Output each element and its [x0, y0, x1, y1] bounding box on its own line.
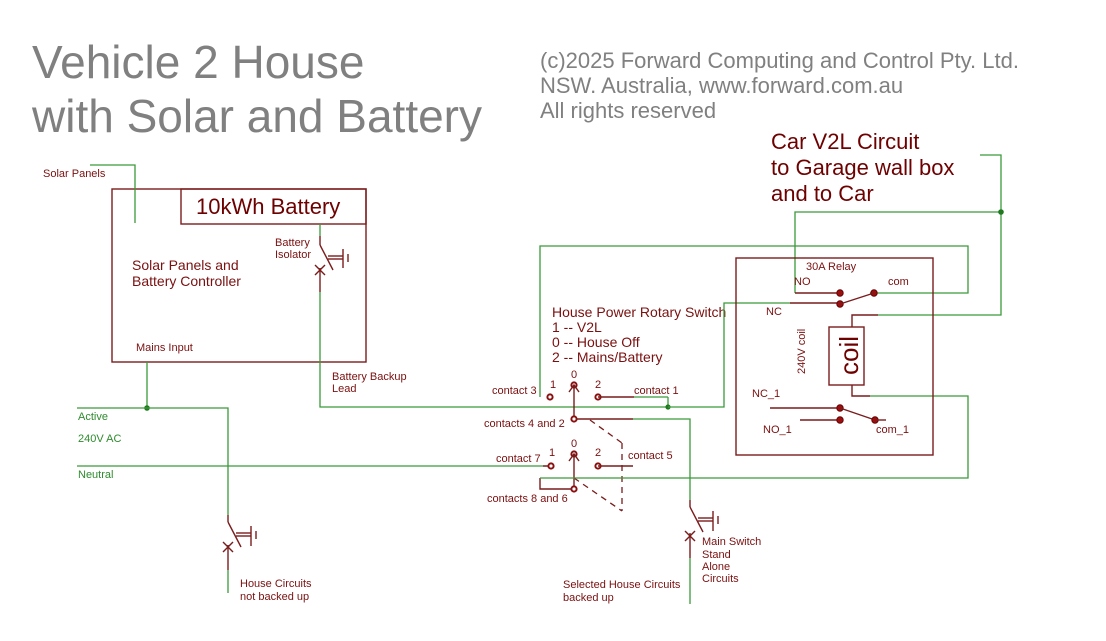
main-switch-label-1: Main Switch [702, 536, 761, 548]
active-wire [77, 407, 229, 515]
rotary-switch-legend: House Power Rotary Switch 1 -- V2L 0 -- … [552, 304, 726, 365]
rotary-switch-lower-deck: 0 1 2 contact 7 contact 5 contacts 8 and… [487, 419, 673, 512]
car-junction [998, 209, 1004, 215]
contacts-4-2-wire [633, 418, 691, 500]
main-switch-label-3: Alone [702, 561, 730, 573]
backed-label-2: backed up [563, 592, 614, 604]
house-circuits-breaker [222, 515, 257, 593]
main-switch-breaker [684, 500, 719, 604]
rotary-switch-upper-deck: 0 1 2 contact 3 contact 1 contacts 4 and… [484, 369, 679, 430]
relay-box [735, 257, 934, 456]
contact-1-label: contact 1 [634, 385, 679, 397]
relay-nc-wire [668, 302, 790, 408]
neutral-to-relay-wire [540, 395, 969, 479]
contacts-4-2-label: contacts 4 and 2 [484, 418, 565, 430]
battery-box [180, 188, 367, 225]
copyright-line-3: All rights reserved [540, 98, 716, 123]
backup-lead-label-2: Lead [332, 383, 356, 395]
relay-30a: 30A Relay NO com NC 240V coil coil NC_1 … [735, 257, 934, 456]
main-switch-label-2: Stand [702, 549, 731, 561]
relay-no1-pin [836, 416, 844, 424]
title-line-1: Vehicle 2 House [32, 36, 364, 88]
relay-no-pin [836, 289, 844, 297]
battery-label: 10kWh Battery [196, 194, 340, 219]
solar-panels-label: Solar Panels [43, 168, 106, 180]
copyright-line-1: (c)2025 Forward Computing and Control Pt… [540, 48, 1019, 73]
car-active-wire [878, 154, 1002, 316]
relay-nc1-label: NC_1 [752, 388, 780, 400]
relay-title: 30A Relay [806, 261, 857, 273]
relay-com-label: com [888, 276, 909, 288]
relay-no-label: NO [794, 276, 811, 288]
solar-panels-wire [90, 164, 136, 223]
svg-text:1: 1 [550, 379, 556, 391]
contact-5-label: contact 5 [628, 450, 673, 462]
svg-text:2: 2 [595, 447, 601, 459]
svg-text:to Garage wall box: to Garage wall box [771, 155, 954, 180]
mains-input-label: Mains Input [136, 342, 193, 354]
title-line-2: with Solar and Battery [31, 90, 482, 142]
contacts-8-6-label: contacts 8 and 6 [487, 493, 568, 505]
relay-coil [828, 326, 865, 386]
relay-com1-label: com_1 [876, 424, 909, 436]
voltage-label: 240V AC [78, 433, 121, 445]
svg-text:and to Car: and to Car [771, 181, 874, 206]
coil-rating-label: 240V coil [796, 329, 808, 374]
relay-nc-label: NC [766, 306, 782, 318]
svg-text:1: 1 [549, 447, 555, 459]
contact-3-wire [539, 245, 969, 397]
svg-text:Car V2L Circuit: Car V2L Circuit [771, 129, 919, 154]
svg-text:0 -- House Off: 0 -- House Off [552, 334, 640, 350]
car-to-relay-no-wire [794, 211, 1001, 293]
neutral-label: Neutral [78, 469, 113, 481]
relay-no1-label: NO_1 [763, 424, 792, 436]
contact-7-label: contact 7 [496, 453, 541, 465]
not-backed-label-1: House Circuits [240, 578, 312, 590]
isolator-label-2: Isolator [275, 249, 311, 261]
backed-label-1: Selected House Circuits [563, 579, 681, 591]
active-label: Active [78, 411, 108, 423]
isolator-label-1: Battery [275, 237, 310, 249]
svg-text:0: 0 [571, 438, 577, 450]
backup-lead-label-1: Battery Backup [332, 371, 407, 383]
main-switch-label-4: Circuits [702, 573, 739, 585]
svg-text:0: 0 [571, 369, 577, 381]
contact-3-label: contact 3 [492, 385, 537, 397]
coil-label: coil [834, 336, 864, 375]
controller-label-2: Battery Controller [132, 273, 241, 289]
controller-label-1: Solar Panels and [132, 257, 239, 273]
battery-backup-lead-wire [319, 292, 668, 408]
svg-text:1 -- V2L: 1 -- V2L [552, 319, 602, 335]
not-backed-label-2: not backed up [240, 591, 309, 603]
svg-text:2: 2 [595, 379, 601, 391]
svg-text:House Power Rotary Switch: House Power Rotary Switch [552, 304, 726, 320]
car-v2l-label: Car V2L Circuit to Garage wall box and t… [771, 129, 954, 206]
svg-text:2 -- Mains/Battery: 2 -- Mains/Battery [552, 349, 662, 365]
solar-battery-controller: 10kWh Battery Solar Panels and Battery C… [111, 188, 367, 363]
copyright-line-2: NSW. Australia, www.forward.com.au [540, 73, 903, 98]
battery-isolator-switch [314, 224, 349, 292]
